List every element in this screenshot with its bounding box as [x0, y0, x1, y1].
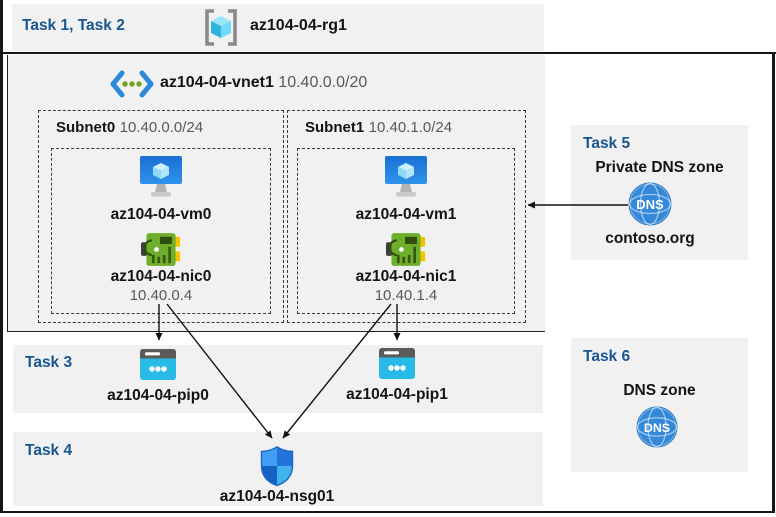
private-dns-zone-name: contoso.org [605, 230, 695, 247]
nic1-icon [386, 233, 426, 266]
vnet-icon [110, 70, 154, 98]
pip0-label: az104-04-pip0 [107, 387, 209, 404]
header-band: Task 1, Task 2 az104-04-rg1 [12, 4, 544, 51]
frame-border-right [772, 52, 775, 513]
subnet0-vm-group: az104-04-vm0 az104-04-nic0 10.40.0.4 [51, 148, 271, 314]
subnet0-cidr: 10.40.0.0/24 [119, 119, 204, 136]
vnet-panel: az104-04-vnet1 10.40.0.0/20 Subnet0 10.4… [7, 55, 545, 332]
subnet0-name: Subnet0 [56, 119, 116, 136]
frame-border-top [0, 52, 776, 54]
task6-box: Task 6 DNS zone DNS [571, 338, 748, 472]
vnet-cidr: 10.40.0.0/20 [278, 74, 368, 91]
resource-group-icon [205, 9, 237, 46]
task4-label: Task 4 [25, 442, 73, 459]
task4-band: Task 4 az104-04-nsg01 [13, 432, 543, 506]
nsg-label: az104-04-nsg01 [219, 488, 335, 505]
vm0-icon [140, 156, 182, 197]
dns-icon-text: DNS [644, 421, 670, 435]
vnet-title: az104-04-vnet1 10.40.0.0/20 [160, 74, 367, 92]
pip0-icon [140, 349, 176, 380]
dns-zone-title: DNS zone [623, 382, 696, 399]
task12-label: Task 1, Task 2 [22, 17, 125, 34]
subnet0-box: Subnet0 10.40.0.0/24 az104-04-vm0 [38, 110, 284, 323]
private-dns-zone-icon: DNS [628, 182, 672, 226]
nic1-label: az104-04-nic1 [355, 268, 457, 285]
private-dns-zone-title: Private DNS zone [595, 159, 724, 176]
nic0-icon [141, 233, 181, 266]
subnet1-name: Subnet1 [305, 119, 365, 136]
vnet-name: az104-04-vnet1 [160, 74, 274, 91]
subnet1-box: Subnet1 10.40.1.0/24 az104-04-vm1 [287, 110, 526, 323]
nic0-label: az104-04-nic0 [110, 268, 212, 285]
task5-box: Task 5 Private DNS zone DNS contoso.org [571, 125, 748, 260]
nsg-shield-icon [260, 446, 294, 486]
resource-group-name: az104-04-rg1 [250, 17, 347, 34]
subnet1-title: Subnet1 10.40.1.0/24 [305, 119, 452, 137]
task6-label: Task 6 [583, 348, 631, 365]
subnet1-cidr: 10.40.1.0/24 [368, 119, 453, 136]
task5-label: Task 5 [583, 135, 631, 152]
task3-band: Task 3 az104-04-pip0 az104-04-pip1 [13, 345, 543, 413]
frame-border-bottom [0, 511, 775, 513]
vm1-label: az104-04-vm1 [355, 206, 457, 223]
pip1-label: az104-04-pip1 [346, 386, 448, 403]
frame-border-left [0, 0, 3, 513]
subnet0-title: Subnet0 10.40.0.0/24 [56, 119, 203, 137]
nic0-ip: 10.40.0.4 [129, 287, 193, 304]
task3-label: Task 3 [25, 354, 73, 371]
vm1-icon [385, 156, 427, 197]
nic1-ip: 10.40.1.4 [374, 287, 438, 304]
dns-icon-text: DNS [636, 197, 664, 212]
pip1-icon [379, 348, 415, 379]
dns-zone-icon: DNS [636, 406, 678, 448]
vm0-label: az104-04-vm0 [110, 206, 212, 223]
subnet1-vm-group: az104-04-vm1 az104-04-nic1 10.40.1.4 [297, 148, 515, 314]
